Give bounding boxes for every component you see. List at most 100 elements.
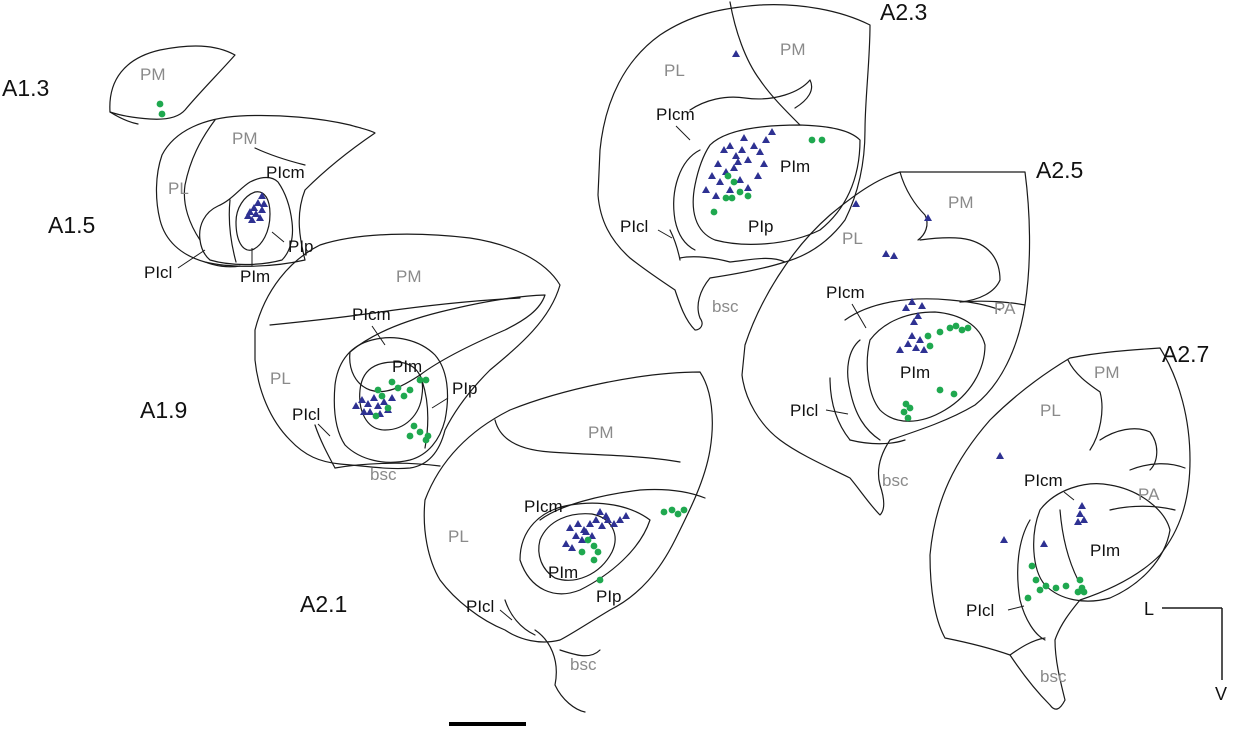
region-label-pl: PL xyxy=(1040,401,1061,420)
triangle-marker xyxy=(760,160,768,167)
circle-marker xyxy=(660,508,668,516)
triangle-marker xyxy=(1000,536,1008,543)
triangle-marker xyxy=(920,346,928,353)
triangle-marker xyxy=(1080,516,1088,523)
triangle-marker xyxy=(582,528,590,535)
triangle-marker xyxy=(754,172,762,179)
region-label-pl: PL xyxy=(664,61,685,80)
region-label-pm: PM xyxy=(1094,363,1120,382)
circle-marker xyxy=(818,136,826,144)
orientation-label-ventral: V xyxy=(1215,684,1227,704)
circle-marker xyxy=(156,100,164,108)
region-label-pip: PIp xyxy=(748,217,774,236)
triangle-marker xyxy=(720,146,728,153)
triangle-marker xyxy=(1040,540,1048,547)
circle-marker xyxy=(1042,582,1050,590)
triangle-marker xyxy=(588,532,596,539)
region-label-pm: PM xyxy=(396,267,422,286)
triangle-marker xyxy=(622,512,630,519)
triangle-marker xyxy=(586,520,594,527)
triangle-marker xyxy=(914,312,922,319)
triangle-marker xyxy=(370,394,378,401)
region-label-pim: PIm xyxy=(548,563,578,582)
circle-marker xyxy=(1062,582,1070,590)
circle-marker xyxy=(674,510,682,518)
region-label-bsc: bsc xyxy=(570,655,597,674)
triangle-marker xyxy=(908,332,916,339)
region-label-pl: PL xyxy=(448,527,469,546)
circle-marker xyxy=(680,506,688,514)
circle-marker xyxy=(808,136,816,144)
region-label-picm: PIcm xyxy=(524,497,563,516)
leader-line xyxy=(431,397,449,409)
circle-marker xyxy=(406,432,414,440)
section-a19: A1.9 PM PL PIcm PIm PIp PIcl bsc xyxy=(140,233,561,484)
circle-marker xyxy=(578,548,586,556)
section-label-a13: A1.3 xyxy=(2,75,49,101)
region-label-bsc: bsc xyxy=(1040,667,1067,686)
region-label-pim: PIm xyxy=(392,357,422,376)
circle-marker xyxy=(374,386,382,394)
circle-marker xyxy=(158,110,166,118)
triangle-marker xyxy=(578,536,586,543)
triangle-marker xyxy=(738,146,746,153)
region-label-picl: PIcl xyxy=(620,217,648,236)
section-a25: A2.5 PM PL PA PIcm PIm PIcl bsc xyxy=(741,157,1083,516)
section-a23: A2.3 PM PL PIcm PIm PIp PIcl bsc xyxy=(597,0,927,331)
triangle-marker xyxy=(248,216,256,223)
circle-marker xyxy=(728,194,736,202)
triangle-marker xyxy=(916,336,924,343)
leader-line xyxy=(1063,491,1075,501)
region-label-pim: PIm xyxy=(240,267,270,286)
triangle-marker xyxy=(602,512,610,519)
leader-line xyxy=(675,125,691,141)
triangle-marker xyxy=(592,516,600,523)
leader-line xyxy=(1007,605,1025,611)
triangle-marker xyxy=(732,152,740,159)
circle-marker xyxy=(730,178,738,186)
circle-marker xyxy=(594,548,602,556)
orientation-indicator: L V xyxy=(1144,599,1227,704)
region-label-bsc: bsc xyxy=(882,471,909,490)
triangle-marker xyxy=(260,200,268,207)
region-label-pip: PIp xyxy=(452,379,478,398)
triangle-marker xyxy=(714,160,722,167)
circle-marker xyxy=(1074,588,1082,596)
circle-marker xyxy=(710,208,718,216)
triangle-marker xyxy=(716,178,724,185)
triangle-marker xyxy=(360,408,368,415)
circle-marker xyxy=(422,376,430,384)
section-label-a15: A1.5 xyxy=(48,212,95,238)
circle-marker xyxy=(406,386,414,394)
region-label-pim: PIm xyxy=(780,157,810,176)
region-label-pa: PA xyxy=(994,299,1016,318)
region-label-pip: PIp xyxy=(596,587,622,606)
leader-line xyxy=(825,409,849,415)
triangle-marker xyxy=(726,142,734,149)
circle-marker xyxy=(936,328,944,336)
circle-marker xyxy=(590,556,598,564)
triangle-marker xyxy=(924,214,932,221)
region-label-picl: PIcl xyxy=(790,401,818,420)
circle-marker xyxy=(1036,586,1044,594)
region-label-picl: PIcl xyxy=(466,597,494,616)
triangle-marker xyxy=(598,522,606,529)
triangle-marker xyxy=(734,158,742,165)
region-label-pm: PM xyxy=(948,193,974,212)
region-label-picm: PIcm xyxy=(656,105,695,124)
triangle-marker xyxy=(374,402,382,409)
triangle-marker xyxy=(250,204,258,211)
triangle-marker xyxy=(730,164,738,171)
region-label-pl: PL xyxy=(842,229,863,248)
triangle-marker xyxy=(256,214,264,221)
orientation-label-lateral: L xyxy=(1144,599,1154,619)
region-label-pim: PIm xyxy=(900,363,930,382)
section-a27: A2.7 PM PL PA PIcm PIm PIcl bsc xyxy=(929,341,1209,710)
triangle-marker xyxy=(708,172,716,179)
region-label-pm: PM xyxy=(232,129,258,148)
circle-marker xyxy=(744,192,752,200)
triangle-marker xyxy=(574,520,582,527)
section-label-a27: A2.7 xyxy=(1162,341,1209,367)
circle-marker xyxy=(964,324,972,332)
